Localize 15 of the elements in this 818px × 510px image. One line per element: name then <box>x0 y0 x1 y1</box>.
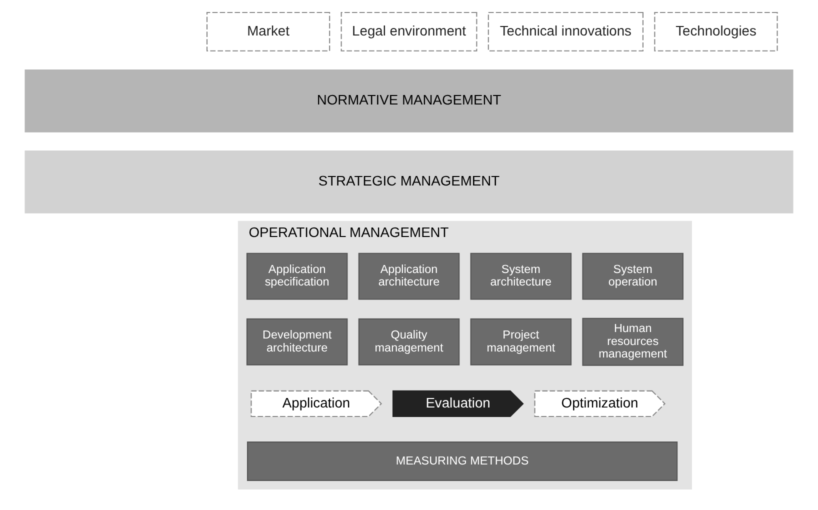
node-box: Market <box>206 12 330 52</box>
node-box: Project management <box>470 318 572 366</box>
node-box: Application architecture <box>358 252 460 300</box>
node-box: NORMATIVE MANAGEMENT <box>24 70 794 132</box>
node-box: System architecture <box>470 252 572 300</box>
node-box: STRATEGIC MANAGEMENT <box>24 150 794 214</box>
node-box: Development architecture <box>246 318 348 366</box>
node-box: Technologies <box>654 12 778 52</box>
node-box: Quality management <box>358 318 460 366</box>
node-box: Human resources management <box>582 318 684 366</box>
node-box: Legal environment <box>340 12 478 52</box>
node-box: Application specification <box>246 252 348 300</box>
node-box: System operation <box>582 252 684 300</box>
node-box: MEASURING METHODS <box>246 442 678 481</box>
node-box: Technical innovations <box>488 12 644 52</box>
